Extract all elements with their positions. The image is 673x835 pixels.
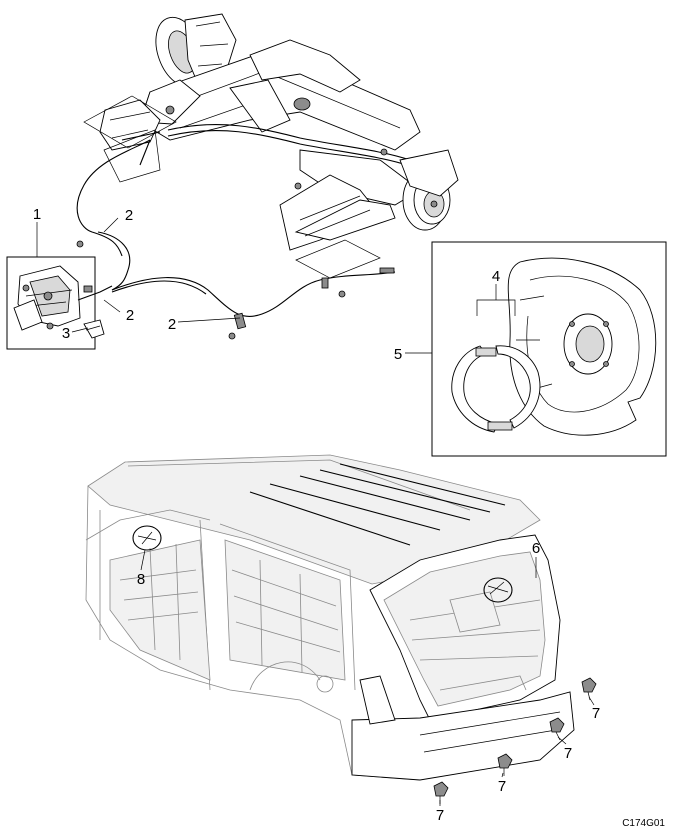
callout-2-upper: 2 — [125, 207, 133, 224]
brake-shoes-part-4 — [451, 345, 541, 433]
fastener-part-7-a — [581, 677, 597, 701]
parking-brake-cables — [76, 139, 396, 340]
fastener-part-7-c — [497, 753, 513, 776]
detail-circle-part-8 — [132, 525, 162, 551]
brake-shoe-detail-frame — [431, 241, 667, 457]
parking-brake-pedal-assembly — [13, 265, 113, 331]
detail-circle-part-6 — [483, 577, 513, 603]
callout-8: 8 — [137, 571, 145, 588]
fastener-part-7-d — [433, 781, 449, 804]
figure-code: C174G01 — [622, 818, 665, 829]
vehicle-body-rear — [85, 454, 575, 781]
brake-backing-plate — [507, 257, 657, 436]
callout-7-a: 7 — [592, 705, 600, 722]
callout-7-d: 7 — [436, 807, 444, 824]
fastener-part-7-b — [549, 717, 565, 741]
callout-3: 3 — [62, 325, 70, 342]
callout-1: 1 — [33, 206, 41, 223]
callout-5: 5 — [394, 346, 402, 363]
callout-7-b: 7 — [564, 745, 572, 762]
left-wheel-hub — [155, 13, 237, 88]
pedal-bracket-part-3 — [83, 319, 105, 339]
right-wheel-hub — [399, 149, 459, 231]
callout-6: 6 — [532, 540, 540, 557]
callout-2-lower: 2 — [168, 316, 176, 333]
callout-2-middle: 2 — [126, 307, 134, 324]
leader-lines — [36, 217, 595, 806]
callout-7-c: 7 — [498, 778, 506, 795]
callout-4: 4 — [492, 268, 500, 285]
pedal-assembly-frame — [6, 256, 96, 350]
rear-subframe-assembly — [99, 13, 459, 251]
